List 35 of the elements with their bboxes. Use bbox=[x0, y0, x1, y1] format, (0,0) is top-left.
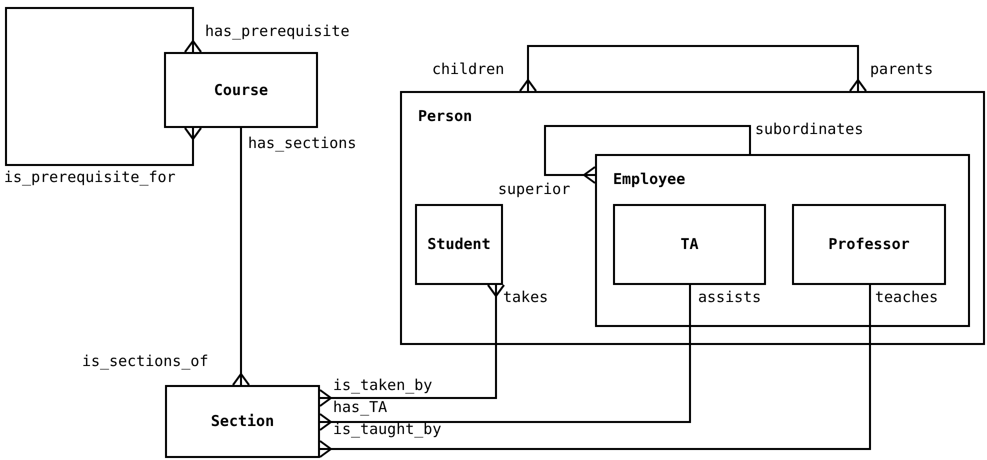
role-label: parents bbox=[870, 60, 934, 79]
relationship-line bbox=[232, 128, 250, 386]
entity-name: Section bbox=[210, 411, 274, 432]
entity-box bbox=[415, 204, 503, 285]
relationship-line bbox=[544, 125, 751, 184]
entity-group-box bbox=[400, 91, 985, 345]
role-label: takes bbox=[503, 288, 548, 307]
role-label: teaches bbox=[875, 288, 938, 307]
entity-name: Person bbox=[418, 106, 472, 127]
role-label: is_taken_by bbox=[333, 376, 432, 395]
entity-name: Employee bbox=[613, 169, 686, 190]
role-label: is_sections_of bbox=[82, 352, 208, 371]
relationship-line bbox=[319, 285, 691, 431]
entity-name: Student bbox=[427, 234, 491, 256]
entity-name: Professor bbox=[828, 234, 910, 256]
role-label: has_TA bbox=[333, 398, 388, 417]
relationship-line bbox=[519, 45, 867, 92]
role-label: subordinates bbox=[755, 120, 864, 139]
entity-box bbox=[613, 204, 766, 285]
relationship-line bbox=[5, 7, 202, 166]
role-label: is_taught_by bbox=[333, 420, 442, 439]
entity-name: Course bbox=[214, 80, 268, 101]
role-label: superior bbox=[498, 180, 570, 199]
role-label: children bbox=[432, 60, 504, 79]
entity-group-box bbox=[595, 154, 970, 327]
relationship-line bbox=[319, 284, 505, 407]
entity-box bbox=[164, 52, 318, 128]
entity-name: TA bbox=[680, 234, 699, 256]
entity-box bbox=[792, 204, 946, 285]
role-label: assists bbox=[698, 288, 762, 307]
relationship-line bbox=[319, 285, 871, 458]
role-label: is_prerequisite_for bbox=[4, 168, 176, 187]
role-label: has_sections bbox=[248, 134, 356, 153]
entity-box bbox=[165, 385, 320, 458]
role-label: has_prerequisite bbox=[205, 22, 350, 41]
